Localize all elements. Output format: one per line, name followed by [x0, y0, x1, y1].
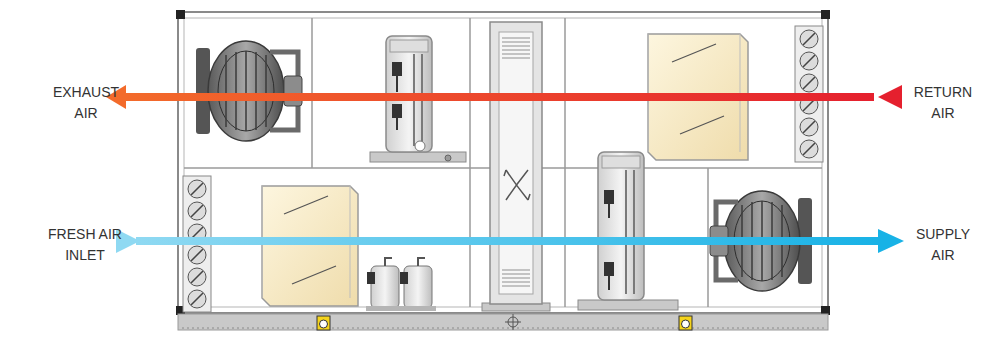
filter-media — [672, 44, 724, 134]
compressor — [371, 266, 399, 308]
drain-symbol — [505, 314, 521, 330]
lifting-hole — [320, 320, 328, 328]
coil-body — [598, 152, 644, 300]
cabinet-inner — [184, 18, 822, 307]
base-frame — [178, 314, 828, 330]
airflow-band — [136, 237, 880, 245]
valve-stem — [608, 276, 610, 290]
airflow-band — [122, 93, 874, 101]
valve-stem — [396, 118, 398, 130]
heat-exchanger — [482, 22, 550, 311]
airflow-arrowhead — [878, 229, 904, 253]
base-rail — [182, 328, 824, 329]
coil-base — [578, 300, 678, 310]
section-divider — [564, 18, 566, 307]
compressor-terminal — [367, 272, 375, 284]
flow-label: FRESH AIR INLET — [44, 224, 126, 266]
supply-coil — [578, 152, 678, 310]
corner-block — [176, 10, 185, 19]
valve — [392, 104, 402, 118]
valve-stem — [396, 76, 398, 92]
exchanger-casing — [490, 22, 542, 304]
drain-fitting — [445, 155, 451, 161]
flow-label: EXHAUST AIR — [48, 82, 124, 124]
coil-base — [370, 152, 466, 162]
fan-motor — [284, 76, 302, 106]
fan-wheel — [208, 41, 284, 141]
compressor-terminal — [400, 272, 408, 284]
exhaust-fan — [196, 41, 302, 141]
crossflow-symbol — [504, 170, 530, 200]
intake-filter — [262, 186, 358, 306]
fan-blades — [226, 51, 266, 131]
supply-airflow — [116, 229, 904, 253]
flow-label: SUPPLY AIR — [905, 224, 981, 266]
cabinet-frame — [178, 12, 828, 313]
airflow-arrowhead — [878, 85, 902, 109]
coil-header — [390, 40, 428, 52]
crossflow-symbol — [506, 170, 528, 200]
valve-stem — [608, 204, 610, 218]
filter-panel — [262, 186, 358, 306]
compressors — [366, 258, 436, 311]
exchanger-fins — [502, 38, 530, 286]
lifting-lug — [317, 316, 330, 330]
lifting-hole — [682, 320, 690, 328]
cabinet — [176, 10, 830, 330]
extract-airflow — [106, 85, 902, 109]
valve — [604, 262, 614, 276]
compressor — [404, 266, 432, 308]
flow-label: RETURN AIR — [905, 82, 981, 124]
exchanger-core — [499, 32, 533, 294]
coil-header — [602, 156, 640, 168]
compressor-pipe — [385, 258, 425, 266]
valve — [604, 190, 614, 204]
valve — [392, 62, 402, 76]
compressor-base — [366, 306, 436, 311]
lifting-lug — [679, 316, 692, 330]
section-divider — [469, 18, 471, 307]
coil-pipe — [626, 170, 634, 294]
corner-block — [821, 10, 830, 19]
coil-fitting — [415, 141, 425, 151]
fan-wheel — [218, 51, 274, 131]
